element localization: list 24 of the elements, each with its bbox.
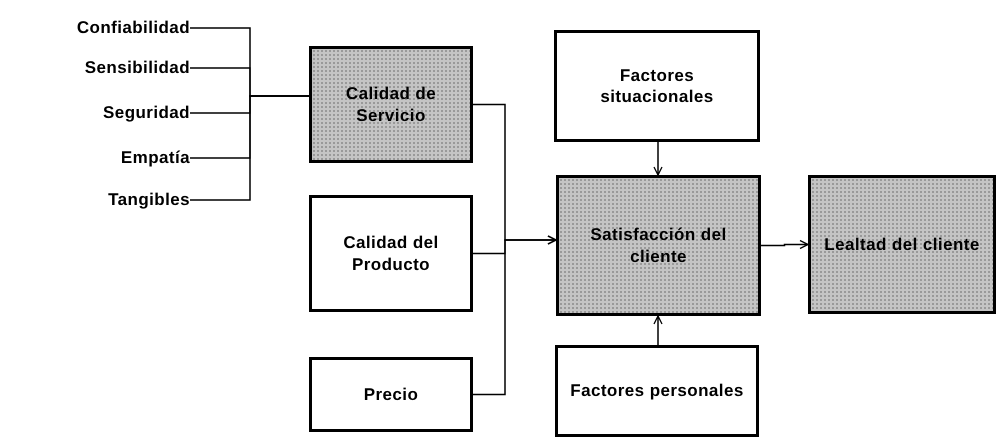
box-text: Factores situacionales	[599, 64, 715, 108]
factor-label: Confiabilidad	[0, 15, 190, 41]
factor-label: Empatía	[0, 145, 190, 171]
shaded-box	[309, 46, 473, 163]
box-text: Precio	[364, 384, 418, 406]
factor-label: Tangibles	[0, 187, 190, 213]
connector-line	[190, 95, 309, 201]
process-box	[554, 30, 760, 142]
factor-label: Sensibilidad	[0, 55, 190, 81]
shaded-box	[556, 175, 761, 316]
arrow	[653, 315, 663, 345]
process-box	[555, 345, 759, 437]
box-text: Factores personales	[570, 380, 744, 402]
arrow	[473, 235, 557, 396]
process-box	[309, 195, 473, 312]
box-text: Calidad del Producto	[342, 232, 440, 275]
box-text: Satisfacción del cliente	[589, 224, 728, 267]
arrow	[653, 142, 663, 176]
factor-label: Seguridad	[0, 100, 190, 126]
arrow	[761, 240, 809, 250]
process-box	[309, 357, 473, 432]
shaded-box	[808, 175, 996, 314]
box-text: Calidad de Servicio	[344, 83, 438, 126]
box-text: Lealtad del cliente	[824, 234, 980, 256]
